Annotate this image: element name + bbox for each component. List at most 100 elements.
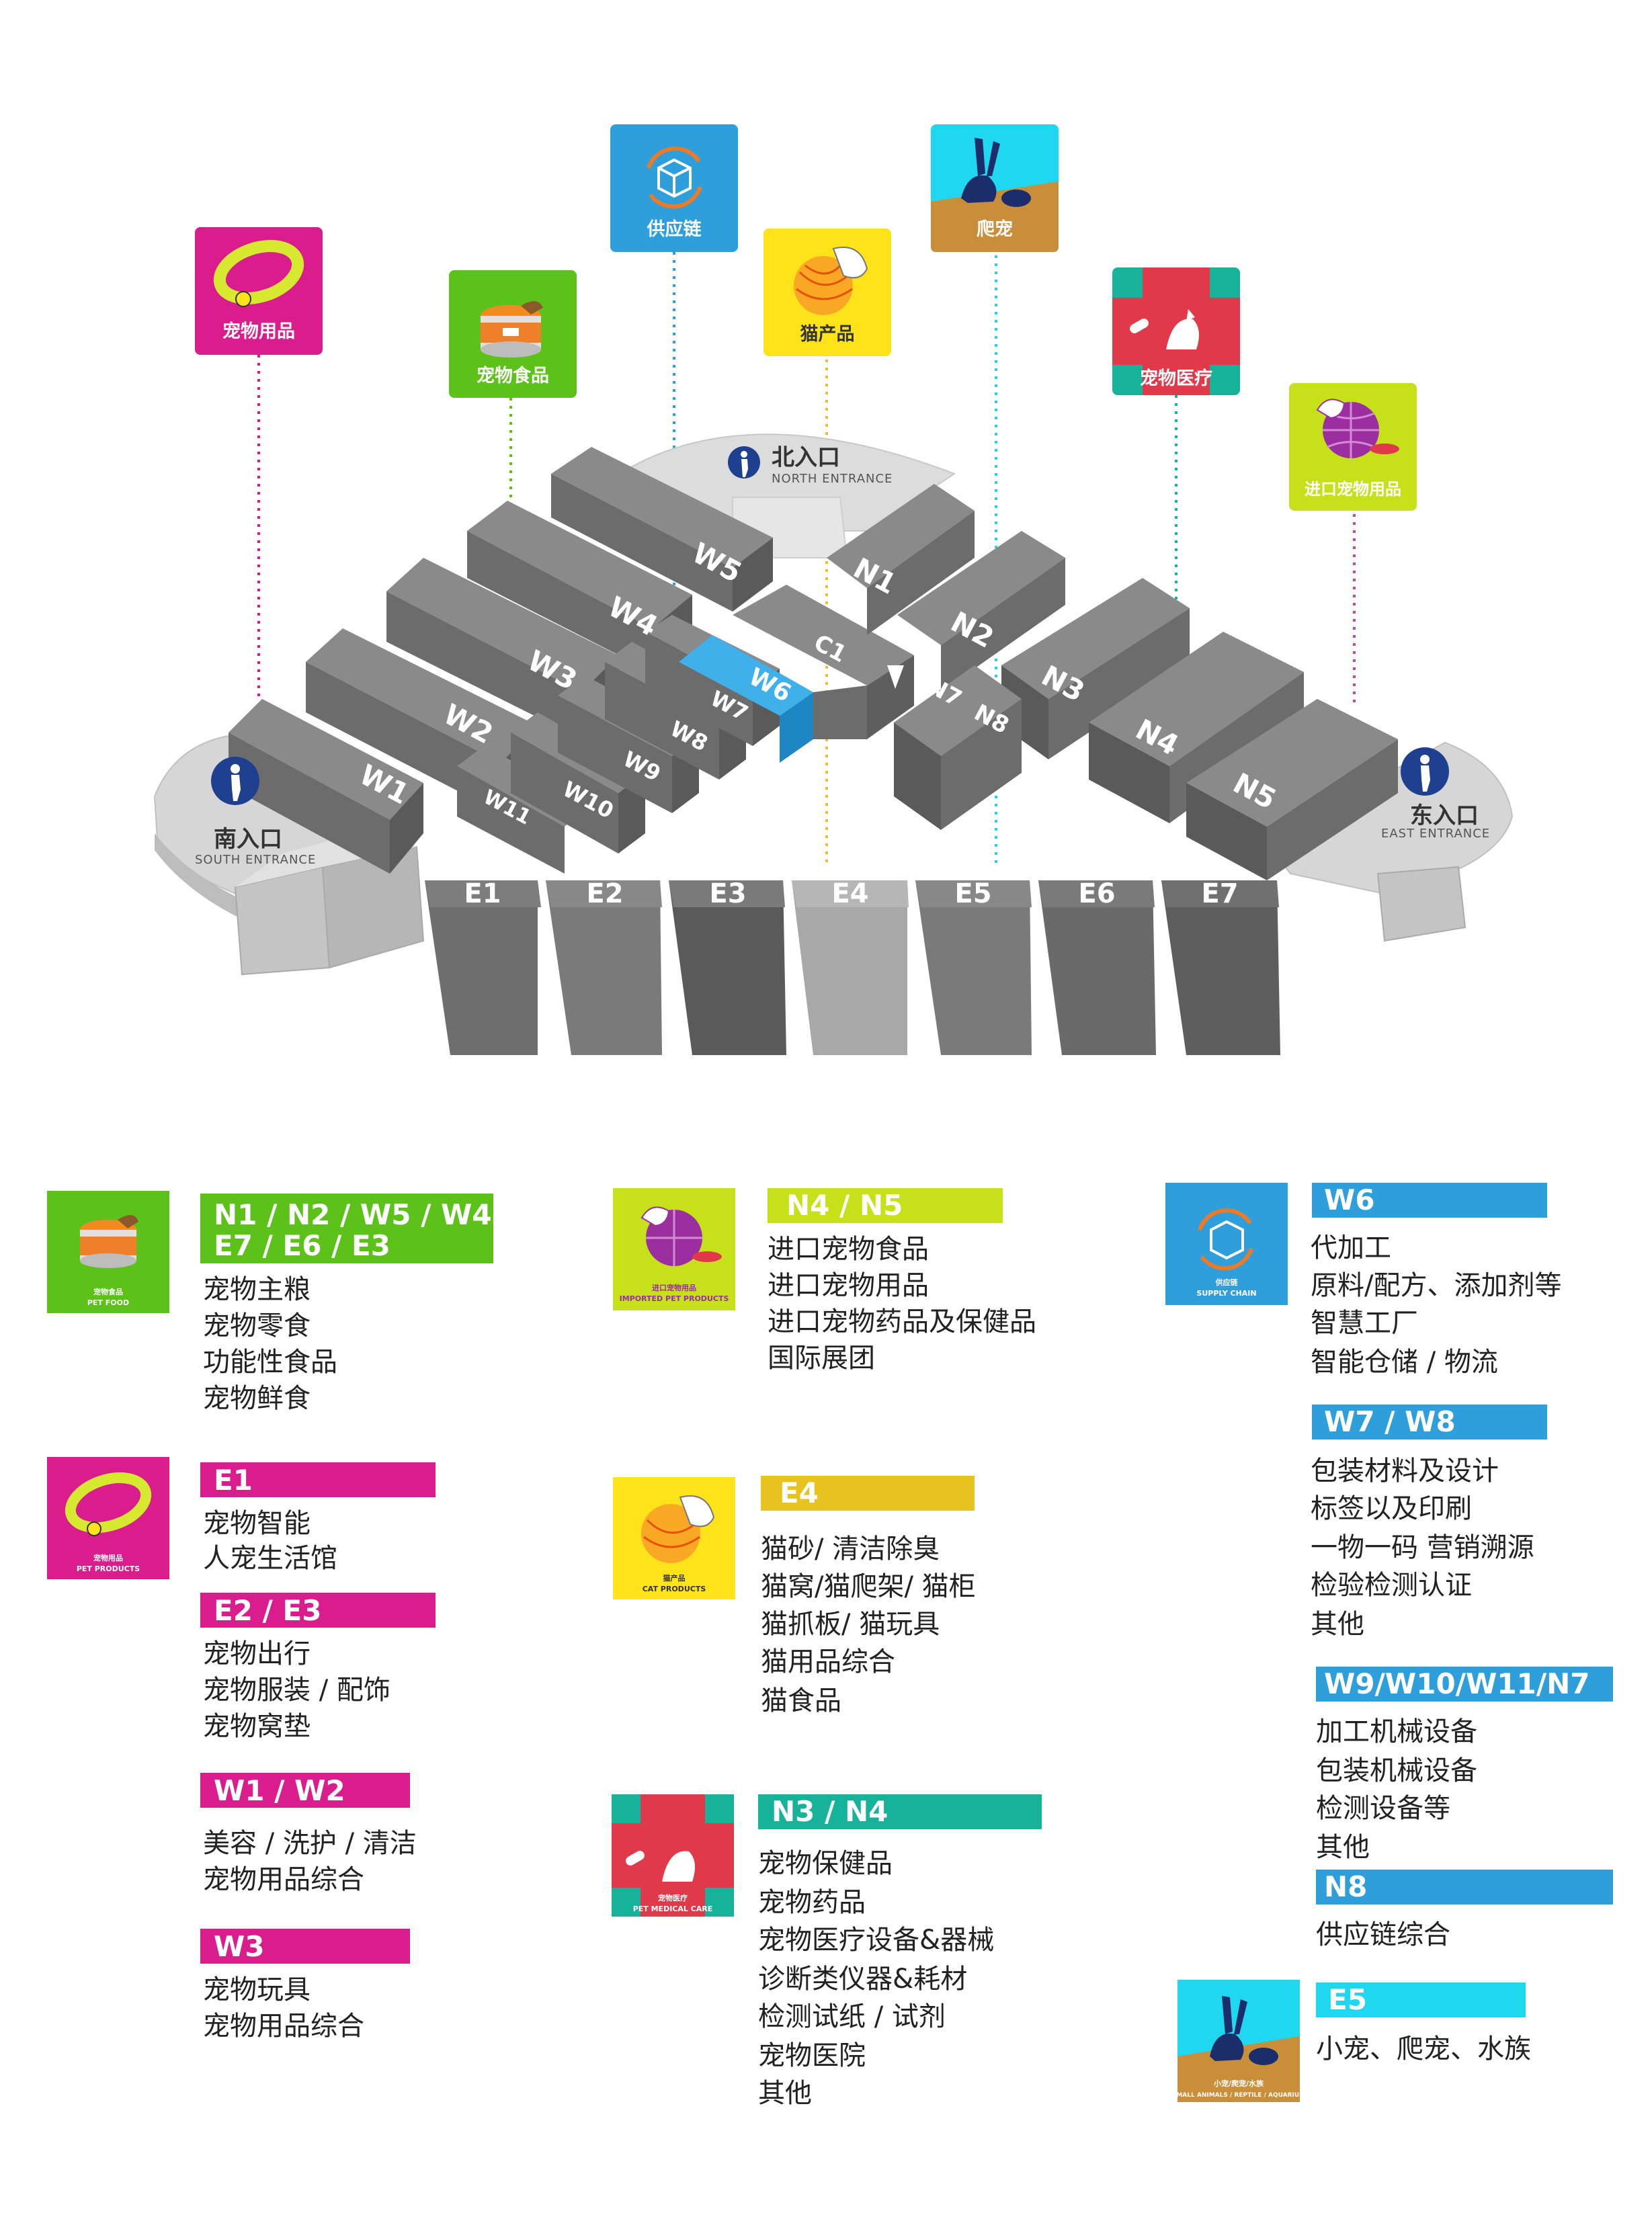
entrance-south[interactable]: 南入口 SOUTH ENTRANCE — [195, 757, 316, 867]
sign-supply-chain-label: 供应链 — [647, 218, 702, 240]
sign-pet-food[interactable]: 宠物食品 — [449, 270, 577, 398]
legend-supply-heading-n8: N8 — [1324, 1870, 1367, 1903]
south-entrance-label: 南入口 — [214, 826, 282, 853]
legend-cat-icon-cn: 猫产品 — [663, 1573, 686, 1583]
legend-item: 智能仓储 / 物流 — [1311, 1347, 1498, 1378]
hall-label-E4[interactable]: E4 — [831, 878, 868, 909]
legend-food-icon-cn: 宠物食品 — [93, 1287, 123, 1296]
legend-item: 美容 / 洗护 / 清洁 — [203, 1828, 417, 1859]
legend-products-heading-w1w2: W1 / W2 — [214, 1774, 345, 1807]
legend-food-heading-2: E7 / E6 / E3 — [214, 1229, 390, 1262]
legend-item: 智慧工厂 — [1311, 1308, 1418, 1339]
legend-item: 进口宠物药品及保健品 — [768, 1306, 1036, 1337]
sign-medical-label: 宠物医疗 — [1140, 368, 1212, 389]
legend-item: 其他 — [758, 2078, 812, 2109]
legend-supply-icon-cn: 供应链 — [1215, 1278, 1239, 1287]
hall-label-E1[interactable]: E1 — [464, 878, 501, 909]
yarn-paw-icon — [794, 247, 868, 315]
east-entrance-label: 东入口 — [1410, 802, 1479, 829]
legend-item: 检测试纸 / 试剂 — [758, 2001, 946, 2032]
hall-label-E3[interactable]: E3 — [709, 878, 746, 909]
legend-supply-chain: 供应链 SUPPLY CHAIN W6 代加工 原料/配方、添加剂等 智慧工厂 … — [1165, 1183, 1613, 1950]
sign-cat-products-label: 猫产品 — [800, 324, 855, 345]
legend-item: 一物一码 营销溯源 — [1311, 1532, 1534, 1563]
legend-imported-icon-cn: 进口宠物用品 — [652, 1283, 696, 1292]
legend-pet-food: 宠物食品 PET FOOD N1 / N2 / W5 / W4 E7 / E6 … — [47, 1191, 493, 1414]
legend-item: 猫抓板/ 猫玩具 — [761, 1609, 940, 1640]
globe-dog-icon — [641, 1206, 722, 1266]
legend-item: 猫窝/猫爬架/ 猫柜 — [761, 1571, 976, 1602]
legend-item: 其他 — [1311, 1609, 1364, 1640]
category-signs: 宠物用品 宠物食品 供应链 — [195, 124, 1417, 511]
legend-item: 代加工 — [1311, 1232, 1391, 1263]
n-row — [827, 484, 1398, 880]
legend-item: 宠物服装 / 配饰 — [203, 1675, 390, 1706]
box-cycle-icon — [647, 147, 702, 209]
hall-map: W1 W2 W3 W4 W5 W6 W7 W8 W9 W10 W11 C1 N1… — [153, 433, 1514, 1055]
legend-item: 宠物鲜食 — [203, 1383, 311, 1414]
legend-item: 加工机械设备 — [1316, 1716, 1477, 1747]
rabbit-icon — [1210, 1996, 1278, 2065]
legend-cat: 猫产品 CAT PRODUCTS E4 猫砂/ 清洁除臭 猫窝/猫爬架/ 猫柜 … — [613, 1476, 976, 1716]
hall-label-E5[interactable]: E5 — [954, 878, 991, 909]
north-entrance-label: 北入口 — [772, 444, 840, 471]
legend-imported-icon-en: IMPORTED PET PRODUCTS — [620, 1294, 729, 1303]
hall-label-E6[interactable]: E6 — [1078, 878, 1115, 909]
legend-item: 国际展团 — [768, 1343, 875, 1374]
yarn-paw-icon — [641, 1495, 715, 1563]
sign-cat-products[interactable]: 猫产品 — [763, 228, 891, 356]
legend-item: 宠物玩具 — [203, 1974, 311, 2005]
hall-label-E2[interactable]: E2 — [586, 878, 623, 909]
medical-cross-icon — [626, 1851, 695, 1882]
legend-small-animals: 小宠/爬宠/水族 SMALL ANIMALS / REPTILE / AQUAR… — [1172, 1980, 1531, 2102]
sign-medical[interactable]: 宠物医疗 — [1112, 267, 1240, 395]
legend-item: 检验检测认证 — [1311, 1570, 1472, 1601]
legend-products-heading-w3: W3 — [214, 1930, 265, 1963]
legend-item: 宠物窝垫 — [203, 1711, 311, 1742]
food-can-icon — [481, 301, 543, 358]
legend-supply-heading-w7w8: W7 / W8 — [1324, 1405, 1456, 1438]
legend-item: 猫砂/ 清洁除臭 — [761, 1534, 940, 1564]
legend-item: 宠物零食 — [203, 1310, 311, 1341]
legend-item: 宠物医院 — [758, 2040, 866, 2071]
food-can-icon — [80, 1215, 138, 1268]
legend-supply-icon-en: SUPPLY CHAIN — [1196, 1289, 1256, 1298]
entrance-north[interactable]: 北入口 NORTH ENTRANCE — [728, 444, 893, 486]
entrance-east[interactable]: 东入口 EAST ENTRANCE — [1381, 747, 1490, 841]
collar-icon — [213, 240, 304, 307]
box-cycle-icon — [1198, 1208, 1253, 1271]
sign-supply-chain[interactable]: 供应链 — [610, 124, 738, 252]
sign-pet-food-label: 宠物食品 — [477, 365, 549, 386]
legend-supply-heading-w9: W9/W10/W11/N7 — [1324, 1667, 1590, 1700]
hall-label-E7[interactable]: E7 — [1201, 878, 1238, 909]
legend-products-heading-e1: E1 — [214, 1464, 253, 1497]
legend-item: 猫食品 — [761, 1685, 841, 1716]
sign-pet-products[interactable]: 宠物用品 — [195, 227, 323, 355]
legend-medical-icon-en: PET MEDICAL CARE — [633, 1905, 713, 1913]
legend-item: 进口宠物用品 — [768, 1270, 929, 1301]
sign-imported[interactable]: 进口宠物用品 — [1289, 383, 1417, 511]
legend-item: 宠物智能 — [203, 1508, 311, 1539]
rabbit-icon — [961, 138, 1031, 207]
legend-imported: 进口宠物用品 IMPORTED PET PRODUCTS N4 / N5 进口宠… — [613, 1188, 1036, 1374]
hall-w6-highlight[interactable] — [679, 635, 813, 716]
medical-cross-icon — [1130, 309, 1199, 349]
legend-pet-products: 宠物用品 PET PRODUCTS E1 宠物智能 人宠生活馆 E2 / E3 … — [47, 1457, 436, 2042]
w-row-large — [229, 447, 773, 874]
legend-food-heading-1: N1 / N2 / W5 / W4 — [214, 1198, 492, 1231]
globe-dog-icon — [1316, 399, 1399, 458]
legend-item: 标签以及印刷 — [1311, 1493, 1472, 1524]
legend-small-icon-en: SMALL ANIMALS / REPTILE / AQUARIUM — [1172, 2092, 1305, 2099]
sign-imported-label: 进口宠物用品 — [1305, 480, 1401, 499]
legend-imported-heading: N4 / N5 — [786, 1189, 903, 1222]
sign-reptile[interactable]: 爬宠 — [931, 124, 1059, 252]
legend-food-icon-en: PET FOOD — [87, 1298, 129, 1307]
legend-item: 检测设备等 — [1316, 1793, 1450, 1824]
e-row — [425, 880, 1280, 1055]
legend-supply-heading-w6: W6 — [1324, 1183, 1375, 1216]
legend-item: 宠物主粮 — [203, 1274, 311, 1305]
legend-cat-heading: E4 — [780, 1476, 819, 1509]
legend-products-heading-e2e3: E2 / E3 — [214, 1594, 321, 1627]
w-row-small — [457, 615, 813, 874]
legend-small-icon-cn: 小宠/爬宠/水族 — [1213, 2079, 1264, 2088]
